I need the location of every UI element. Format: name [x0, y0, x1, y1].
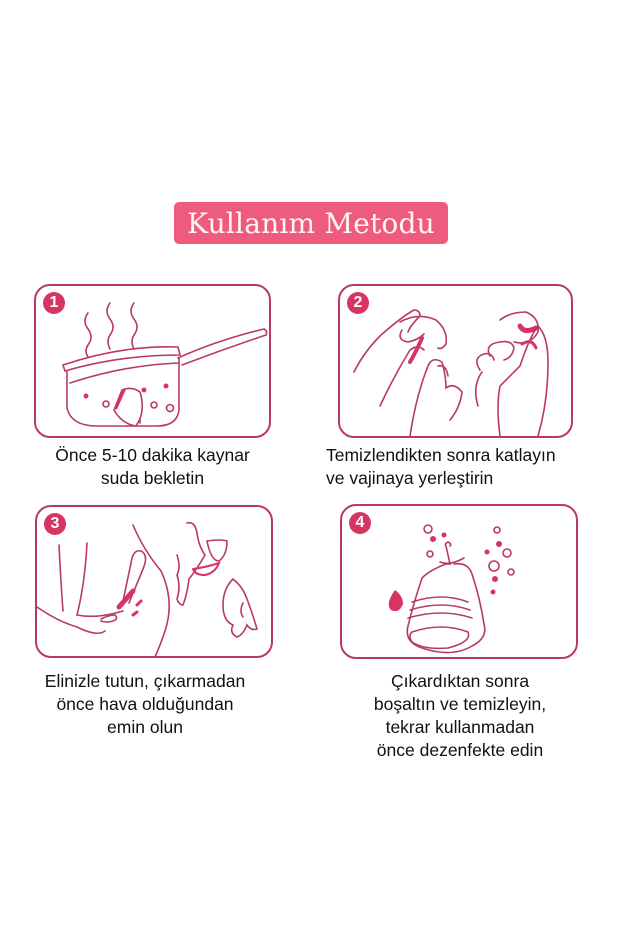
step-3-number: 3 [44, 513, 66, 535]
title-badge: Kullanım Metodu [174, 202, 448, 244]
boiling-pot-icon [61, 302, 268, 427]
step-1-number: 1 [43, 292, 65, 314]
clean-cup-icon [388, 524, 515, 654]
step-4-caption: Çıkardıktan sonra boşaltın ve temizleyin… [373, 671, 547, 760]
step-2-panel: 2 [338, 284, 573, 438]
folding-cup-hands-icon [353, 309, 549, 436]
step-2-caption: Temizlendikten sonra katlayın ve vajinay… [326, 445, 556, 488]
step-1-caption: Önce 5-10 dakika kaynar suda bekletin [55, 445, 250, 488]
step-4-panel: 4 [340, 504, 578, 659]
step-4-number: 4 [349, 512, 371, 534]
step-2-number: 2 [347, 292, 369, 314]
step-3-panel: 3 [35, 505, 273, 658]
removing-cup-icon [37, 521, 258, 656]
step-3-caption: Elinizle tutun, çıkarmadan önce hava old… [44, 671, 246, 737]
step-1-panel: 1 [34, 284, 271, 438]
page-title: Kullanım Metodu [187, 206, 435, 240]
